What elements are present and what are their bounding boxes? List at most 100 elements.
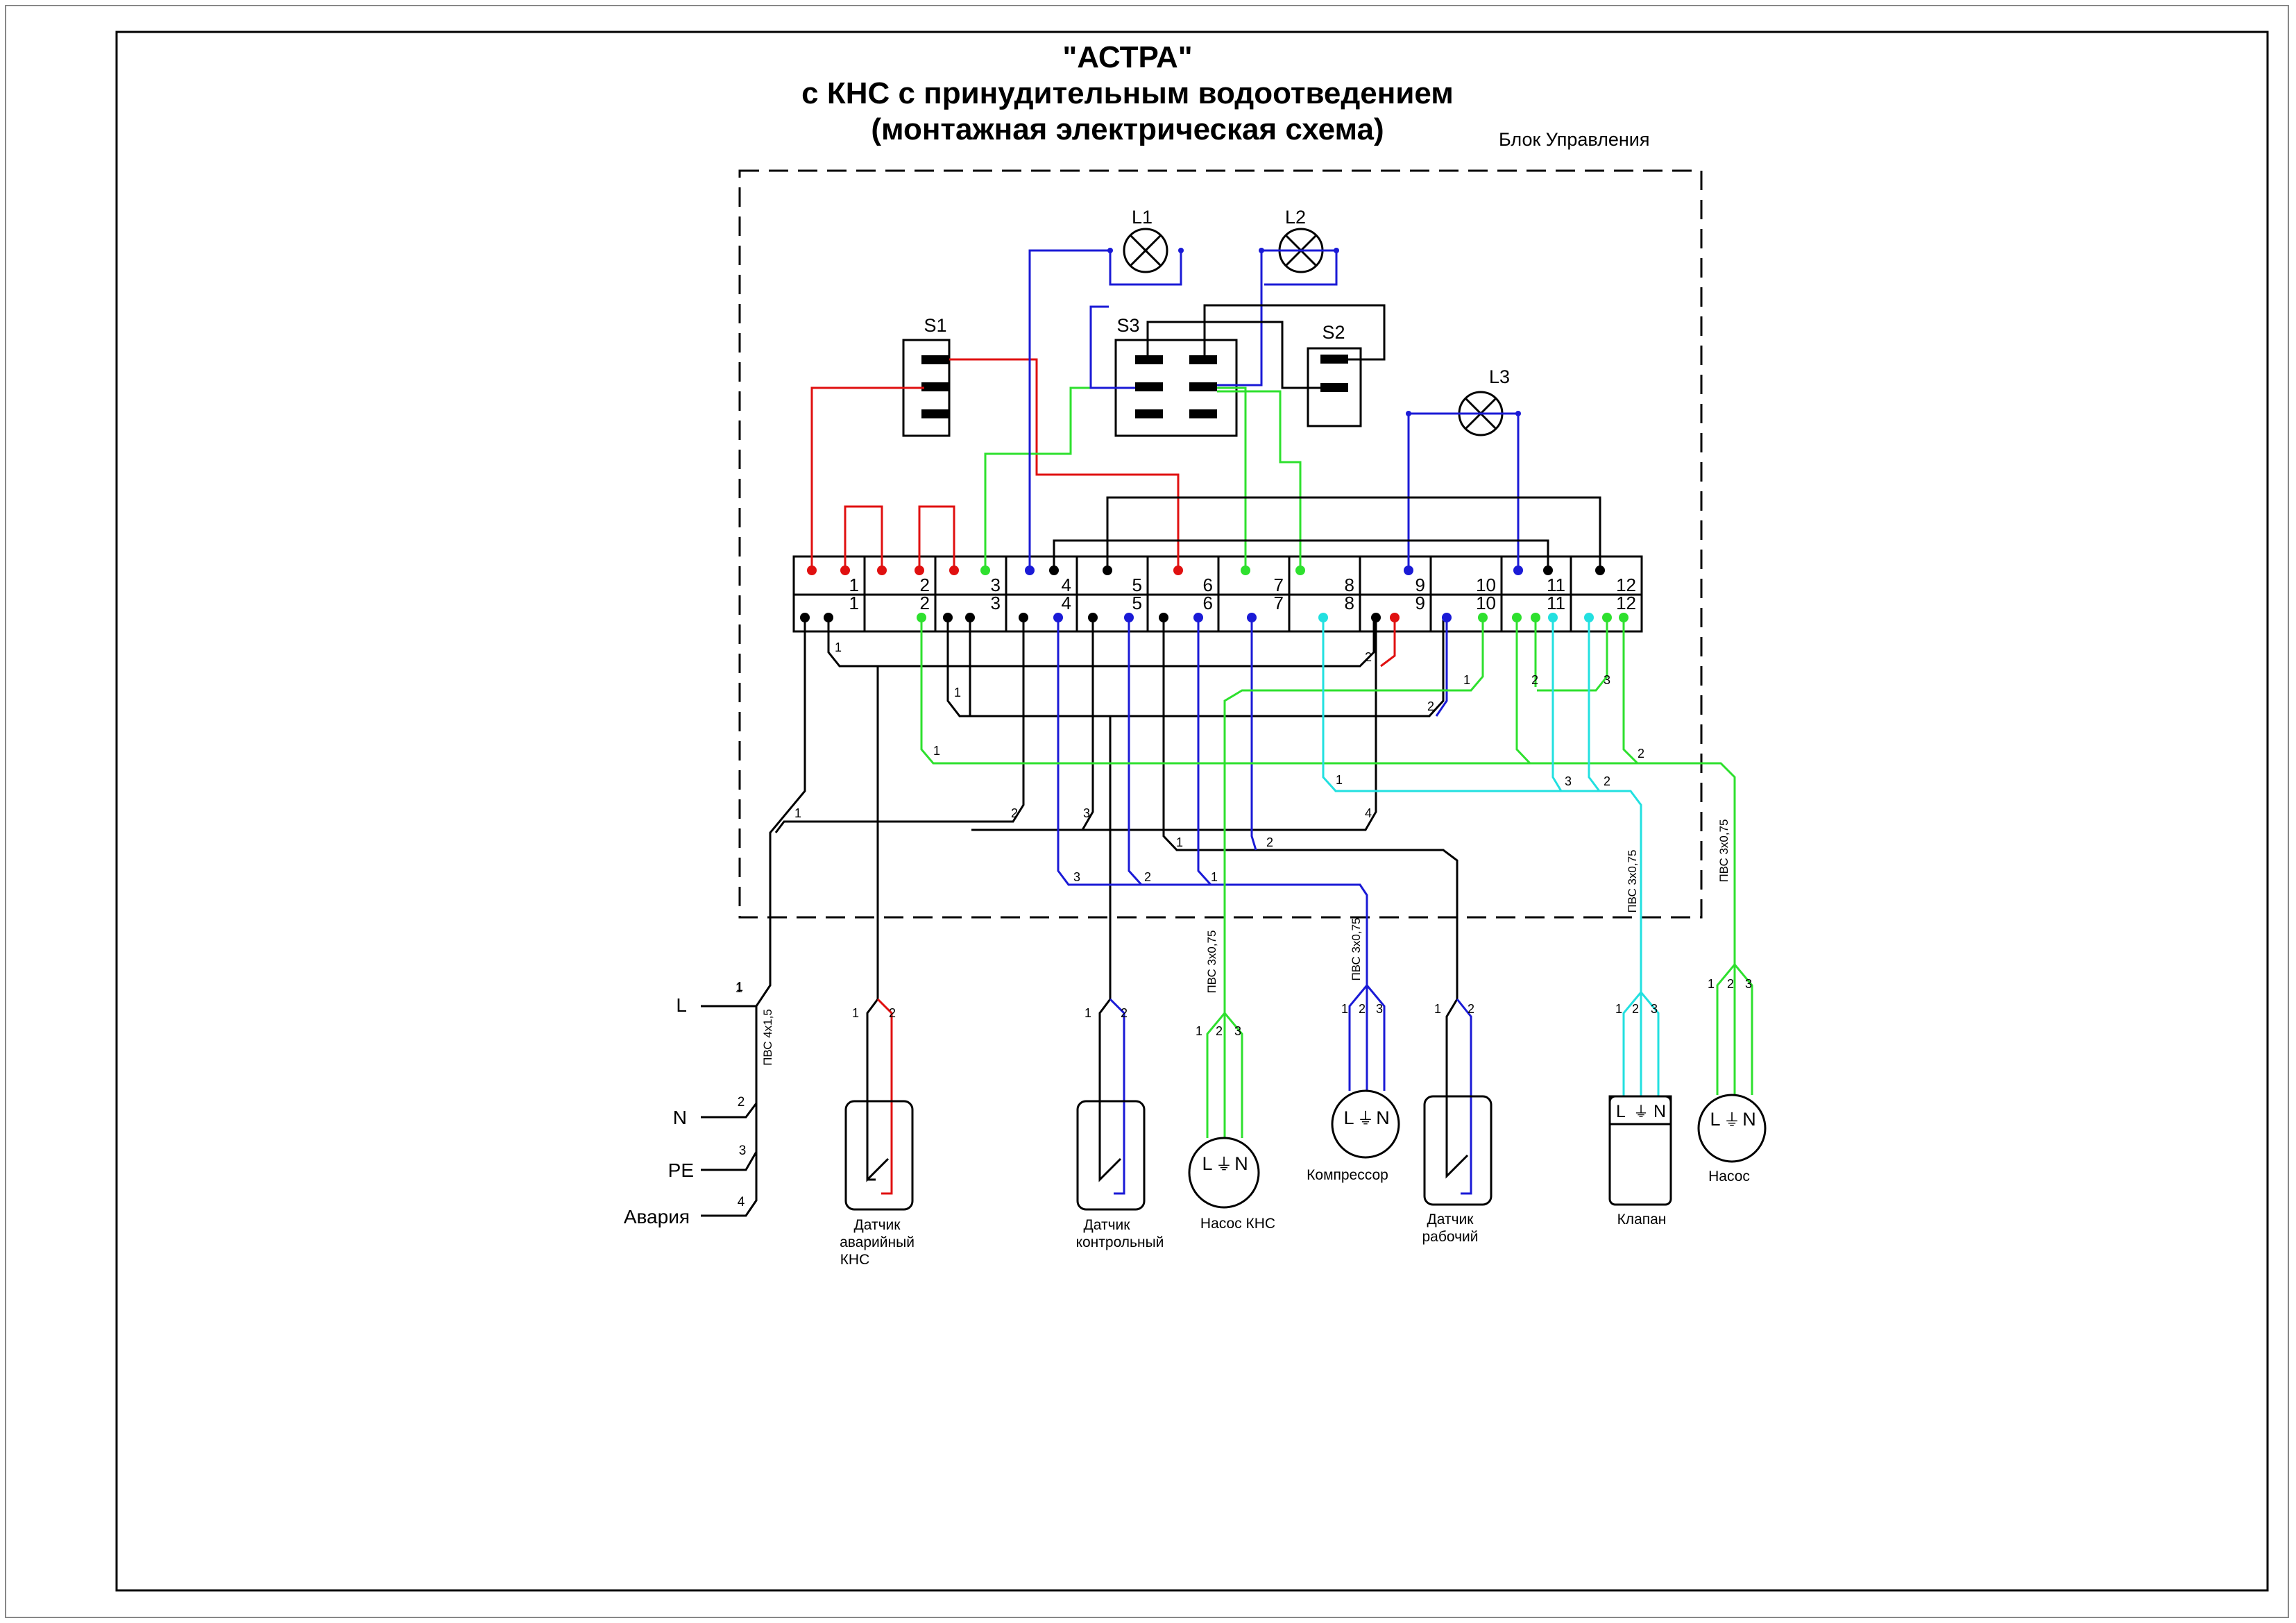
wire-red — [918, 505, 955, 570]
control-block-label: Блок Управления — [1499, 129, 1650, 150]
terminal-number-bottom: 12 — [1616, 593, 1636, 613]
cable-label-pump-kns: ПВС 3х0,75 — [1205, 930, 1218, 993]
wire-black — [701, 618, 806, 1008]
wire-red — [876, 998, 893, 1195]
input-l-label: L — [676, 994, 687, 1016]
wire-blue — [1089, 305, 1135, 389]
svg-text:⏚: ⏚ — [1216, 1155, 1232, 1174]
input-alarm-label: Авария — [624, 1206, 690, 1227]
terminal-number-bottom: 8 — [1345, 593, 1354, 613]
terminal-dot — [1390, 613, 1400, 622]
wire-number: 1 — [933, 744, 940, 758]
terminal-number-top: 11 — [1547, 575, 1565, 595]
junction-dot — [1178, 248, 1184, 253]
wire-red — [1380, 618, 1396, 668]
terminal-number-top: 4 — [1062, 575, 1071, 595]
wire-green — [1733, 964, 1753, 1095]
wire-cyan — [1551, 618, 1563, 792]
wire-number: 1 — [1341, 1002, 1348, 1016]
wire-number: 2 — [1604, 774, 1610, 788]
wire-black — [701, 1152, 758, 1217]
wire-number: 1 — [1708, 977, 1715, 991]
terminal-dot — [1247, 613, 1257, 622]
terminal-dot — [1295, 566, 1305, 575]
wire-green — [1217, 386, 1247, 570]
terminal-dot — [1088, 613, 1098, 622]
svg-text:L: L — [1616, 1102, 1626, 1121]
lamp-l2: L2 — [1278, 207, 1324, 273]
wire-green — [1716, 964, 1736, 1095]
terminal-dot — [1241, 566, 1250, 575]
s3-label: S3 — [1116, 315, 1139, 336]
terminal-number-bottom: 9 — [1415, 593, 1425, 613]
terminal-dot — [965, 613, 975, 622]
control-block-boundary — [738, 169, 1703, 919]
terminal-dot — [1318, 613, 1328, 622]
input-pin-1: 1 — [735, 981, 743, 996]
terminal-number-bottom: 7 — [1274, 593, 1284, 613]
terminal-dot — [980, 566, 990, 575]
wire-number: 3 — [1565, 774, 1572, 788]
svg-text:N: N — [1742, 1109, 1756, 1130]
cable-label-compressor: ПВС 3х0,75 — [1350, 917, 1363, 980]
terminal-number-bottom: 5 — [1132, 593, 1142, 613]
lamp-l1: L1 — [1123, 207, 1168, 273]
wire-number: 3 — [1376, 1002, 1383, 1016]
terminal-dot — [877, 566, 887, 575]
wire-number: 1 — [1085, 1006, 1091, 1020]
wire-green — [1223, 618, 1484, 1013]
svg-text:⏚: ⏚ — [1724, 1111, 1740, 1130]
wire-blue — [1109, 998, 1125, 1195]
wire-number: 2 — [1365, 650, 1372, 664]
wire-number: 2 — [1531, 673, 1538, 687]
switch-s2: S2 — [1307, 322, 1362, 427]
wire-number: 2 — [1632, 1002, 1639, 1016]
terminal-number-top: 6 — [1203, 575, 1213, 595]
wire-number: 1 — [1336, 773, 1343, 787]
pump-kns: L ⏚ N Насос КНС — [1188, 1137, 1275, 1232]
wire-green — [1217, 390, 1302, 570]
wires — [701, 249, 1753, 1217]
sensor-control-label-1: Датчик — [1084, 1217, 1131, 1233]
wire-blue — [1028, 249, 1182, 570]
lamp-l3: L3 — [1458, 366, 1510, 436]
terminal-number-top: 12 — [1616, 575, 1636, 595]
wire-black — [1053, 539, 1549, 570]
sensor-work-label-2: рабочий — [1422, 1229, 1478, 1245]
terminal-number-top: 1 — [849, 575, 859, 595]
wire-number: 3 — [1083, 806, 1090, 820]
sensor-alarm: Датчик аварийный КНС — [840, 1100, 915, 1268]
terminal-dot — [840, 566, 850, 575]
wire-green — [1622, 618, 1639, 765]
pump-kns-label: Насос КНС — [1200, 1216, 1275, 1232]
wire-blue — [1407, 412, 1520, 570]
wire-number: 1 — [954, 686, 961, 699]
wire-number: 4 — [1365, 806, 1372, 820]
switch-s3: S3 — [1114, 315, 1238, 437]
terminal-dot — [1371, 613, 1381, 622]
wire-green — [1515, 618, 1531, 765]
wire-number: 2 — [1266, 835, 1273, 849]
title-line-2: с КНС с принудительным водоотведением — [801, 76, 1454, 110]
input-n-label: N — [673, 1107, 687, 1128]
wire-red — [844, 505, 883, 570]
wire-black — [971, 618, 1094, 831]
wire-number: 2 — [1468, 1002, 1474, 1016]
wire-black — [1082, 618, 1377, 831]
terminal-dot — [1513, 566, 1523, 575]
terminal-dot — [1193, 613, 1203, 622]
junction-dot — [1406, 411, 1411, 416]
wire-number: 1 — [852, 1006, 859, 1020]
terminal-dot — [949, 566, 959, 575]
wire-black — [701, 1103, 758, 1171]
junction-dot — [1107, 248, 1113, 253]
terminal-number-top: 9 — [1415, 575, 1425, 595]
wire-number: 1 — [1211, 870, 1218, 884]
terminal-dot — [1103, 566, 1112, 575]
sensor-work-label-1: Датчик — [1427, 1212, 1474, 1227]
terminal-dot — [1548, 613, 1558, 622]
wire-black — [946, 618, 1445, 717]
svg-text:L: L — [1343, 1107, 1354, 1128]
terminal-number-bottom: 11 — [1547, 593, 1565, 613]
wire-green — [984, 386, 1135, 570]
